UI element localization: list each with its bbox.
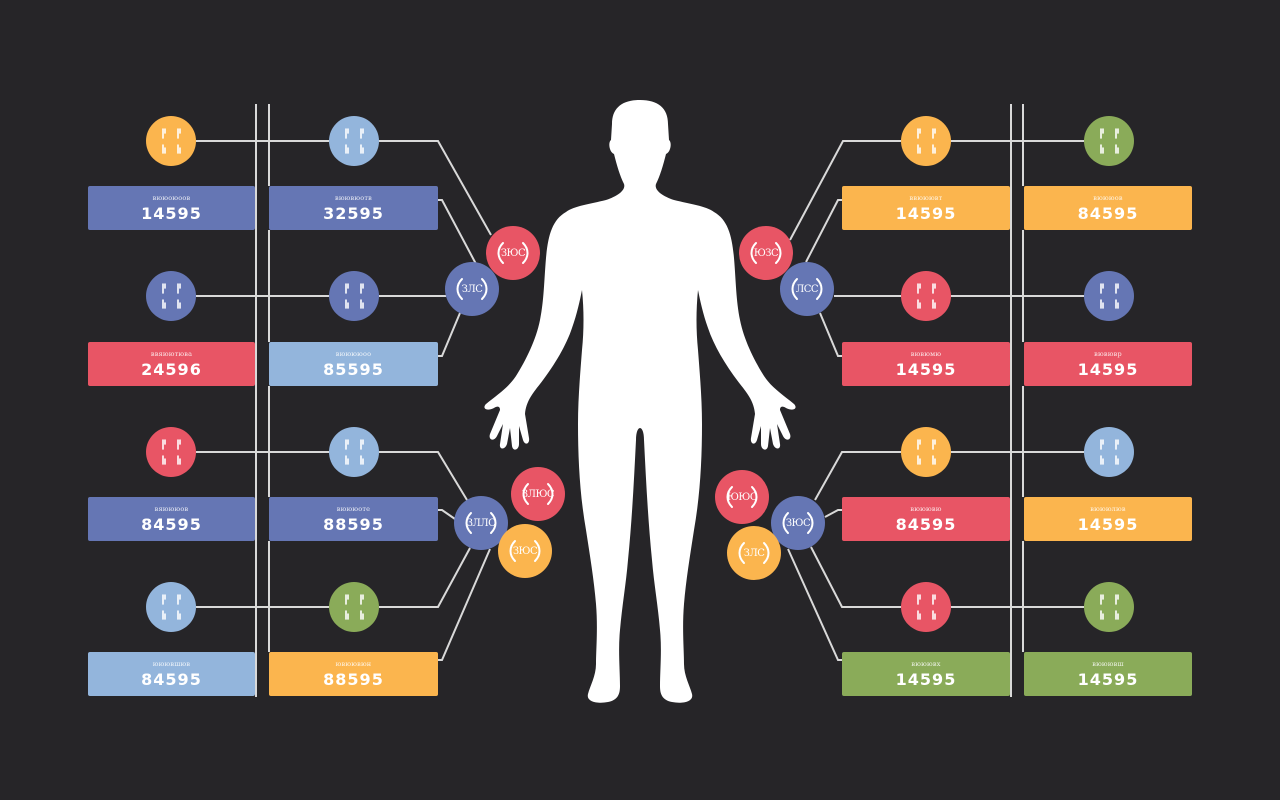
- metric-card[interactable]: вююююоо 85595: [269, 342, 438, 386]
- metric-card-value: 14595: [1077, 359, 1139, 379]
- metric-card-caption: вюююоте: [336, 504, 371, 513]
- metric-card-value: 14595: [141, 203, 202, 223]
- hub-node-icon[interactable]: ЗЮС: [486, 226, 540, 280]
- metric-node-icon[interactable]: [901, 116, 951, 166]
- metric-card-value: 84595: [1077, 203, 1139, 223]
- metric-card-value: 14595: [895, 203, 957, 223]
- metric-card-caption: вювюмю: [910, 349, 942, 358]
- metric-card[interactable]: вювювр 14595: [1024, 342, 1192, 386]
- hub-label: ЮЮС: [726, 491, 758, 503]
- hub-label: ЗЛС: [461, 283, 483, 295]
- metric-card-caption: вюююов: [1093, 193, 1123, 202]
- metric-node-icon[interactable]: [901, 427, 951, 477]
- metric-node-icon[interactable]: [1084, 427, 1134, 477]
- hub-node-icon[interactable]: ЮЮС: [715, 470, 769, 524]
- metric-node-icon[interactable]: [329, 271, 379, 321]
- metric-card[interactable]: вюююоте 88595: [269, 497, 438, 541]
- metric-card[interactable]: вюювюотв 32595: [269, 186, 438, 230]
- hub-label: ЗЮС: [785, 517, 811, 529]
- metric-card[interactable]: вююювю 84595: [842, 497, 1010, 541]
- metric-card-caption: ююювшюв: [152, 659, 191, 668]
- metric-card-caption: ювюювюн: [335, 659, 372, 668]
- metric-card-caption: вююювш: [1092, 659, 1124, 668]
- metric-card-value: 85595: [323, 359, 384, 379]
- metric-node-icon[interactable]: [146, 116, 196, 166]
- metric-node-icon[interactable]: [146, 427, 196, 477]
- hub-node-icon[interactable]: ЮЗС: [739, 226, 793, 280]
- hub-label: ЗЛЛС: [466, 517, 496, 529]
- metric-card[interactable]: ввююювт 14595: [842, 186, 1010, 230]
- metric-node-icon[interactable]: [329, 582, 379, 632]
- metric-card[interactable]: вююювх 14595: [842, 652, 1010, 696]
- hub-node-icon[interactable]: ЗЛЮС: [511, 467, 565, 521]
- metric-card[interactable]: вюююов 84595: [1024, 186, 1192, 230]
- metric-card[interactable]: вююювш 14595: [1024, 652, 1192, 696]
- hub-label: ЗЮС: [512, 545, 538, 557]
- metric-card-value: 88595: [323, 669, 384, 689]
- metric-card-caption: ввяюютюва: [150, 349, 193, 358]
- hub-node-icon[interactable]: ЛСС: [780, 262, 834, 316]
- metric-card-caption: вююювх: [911, 659, 941, 668]
- metric-card-caption: вювювр: [1094, 349, 1122, 358]
- metric-node-icon[interactable]: [146, 582, 196, 632]
- metric-card-value: 84595: [141, 669, 202, 689]
- metric-card-value: 14595: [895, 359, 957, 379]
- metric-card[interactable]: ююювшюв 84595: [88, 652, 255, 696]
- metric-node-icon[interactable]: [329, 116, 379, 166]
- hub-label: ЛСС: [795, 283, 819, 295]
- hub-node-icon[interactable]: ЗЮС: [771, 496, 825, 550]
- metric-node-icon[interactable]: [329, 427, 379, 477]
- metric-node-icon[interactable]: [901, 271, 951, 321]
- hub-node-icon[interactable]: ЗЛС: [445, 262, 499, 316]
- hub-label: ЗЛС: [743, 547, 765, 559]
- hub-label: ЗЮС: [500, 247, 526, 259]
- metric-card-value: 24596: [141, 359, 202, 379]
- metric-card-caption: вююювю: [910, 504, 942, 513]
- metric-card-value: 14595: [1077, 669, 1139, 689]
- metric-card-value: 88595: [323, 514, 384, 534]
- metric-card-value: 84595: [895, 514, 957, 534]
- metric-card-caption: ввююювт: [909, 193, 943, 202]
- metric-card-caption: вююоюоов: [152, 193, 191, 202]
- metric-card-caption: вююююоо: [335, 349, 372, 358]
- metric-node-icon[interactable]: [1084, 582, 1134, 632]
- metric-card[interactable]: ввяюютюва 24596: [88, 342, 255, 386]
- metric-card-caption: вяюююов: [154, 504, 189, 513]
- metric-card[interactable]: вювюмю 14595: [842, 342, 1010, 386]
- metric-card[interactable]: вююоюоов 14595: [88, 186, 255, 230]
- hub-node-icon[interactable]: ЗЛС: [727, 526, 781, 580]
- metric-card-value: 32595: [323, 203, 384, 223]
- metric-node-icon[interactable]: [146, 271, 196, 321]
- metric-card-caption: вюююлюв: [1090, 504, 1126, 513]
- metric-card-caption: вюювюотв: [334, 193, 373, 202]
- metric-card[interactable]: вяюююов 84595: [88, 497, 255, 541]
- metric-node-icon[interactable]: [1084, 116, 1134, 166]
- hub-node-icon[interactable]: ЗЮС: [498, 524, 552, 578]
- hub-label: ЗЛЮС: [521, 488, 555, 500]
- metric-card[interactable]: ювюювюн 88595: [269, 652, 438, 696]
- metric-card-value: 14595: [1077, 514, 1139, 534]
- metric-node-icon[interactable]: [1084, 271, 1134, 321]
- metric-card-value: 14595: [895, 669, 957, 689]
- metric-node-icon[interactable]: [901, 582, 951, 632]
- metric-card-value: 84595: [141, 514, 202, 534]
- hub-label: ЮЗС: [753, 247, 779, 259]
- metric-card[interactable]: вюююлюв 14595: [1024, 497, 1192, 541]
